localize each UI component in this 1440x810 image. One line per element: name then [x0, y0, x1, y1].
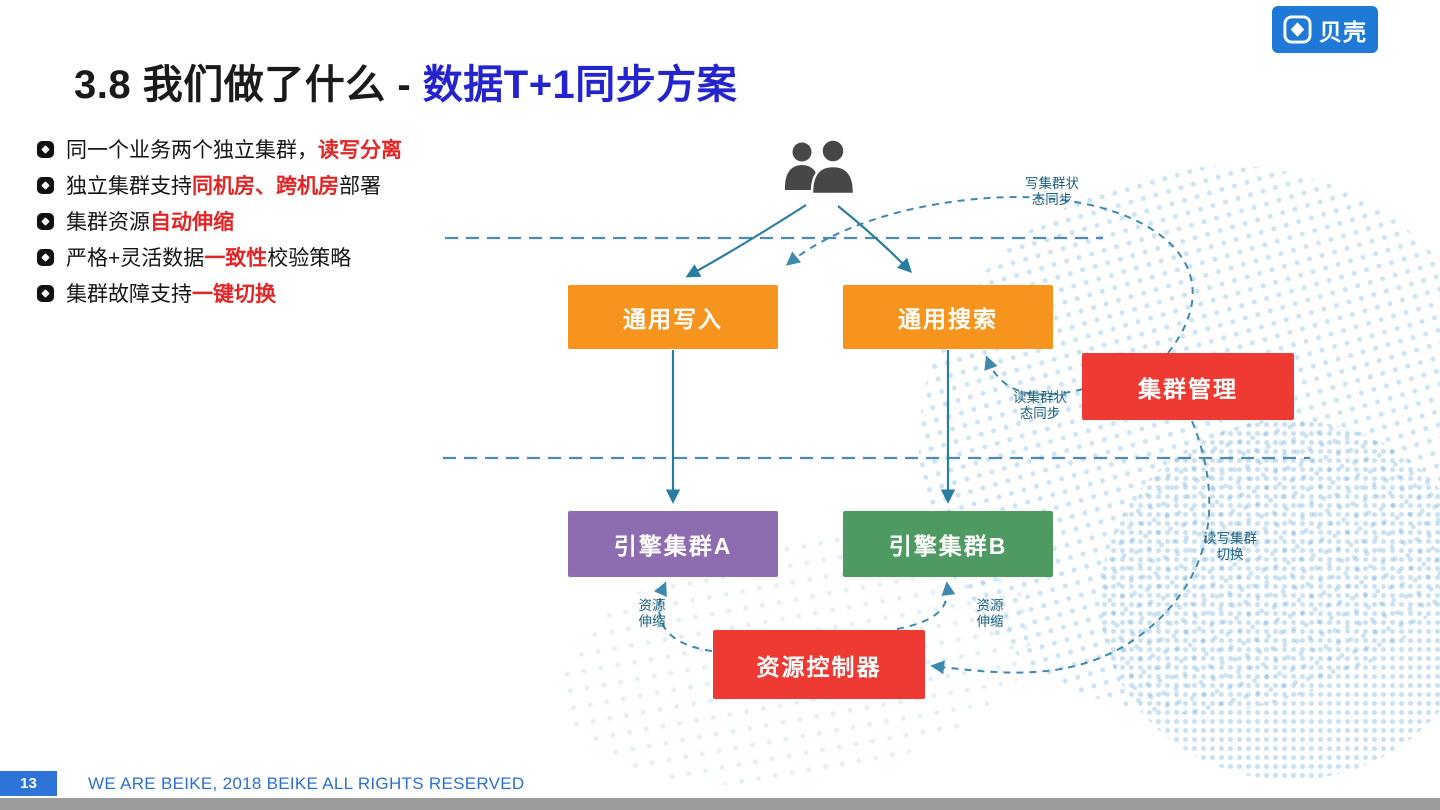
halftone-dots-decoration: [1100, 420, 1440, 780]
bullet-item: 严格+灵活数据一致性校验策略: [36, 239, 402, 275]
copyright-text: WE ARE BEIKE, 2018 BEIKE ALL RIGHTS RESE…: [88, 774, 525, 793]
beike-logo-text: 贝壳: [1319, 18, 1367, 45]
knot-bullet-icon: [36, 176, 55, 194]
edge-users-to-write: [685, 204, 807, 278]
bullet-text: 集群资源自动伸缩: [66, 211, 234, 234]
bullet-item: 独立集群支持同机房、跨机房部署: [36, 167, 402, 203]
node-cluster-management: 集群管理: [1082, 353, 1294, 420]
bottom-bar-divider: [0, 798, 1440, 810]
edge-label-resource-scaling-b: 资源 伸缩: [976, 598, 1004, 629]
knot-bullet-icon: [36, 212, 55, 230]
edge-users-to-search: [837, 205, 912, 274]
bullet-item: 同一个业务两个独立集群，读写分离: [36, 131, 402, 167]
node-engine-cluster-a: 引擎集群A: [568, 511, 778, 577]
node-generic-write: 通用写入: [568, 285, 778, 349]
edge-label-resource-scaling-a: 资源 伸缩: [638, 598, 666, 629]
halftone-dots-decoration: [856, 100, 1440, 780]
node-engine-cluster-b: 引擎集群B: [843, 511, 1053, 577]
bullet-text: 集群故障支持一键切换: [66, 283, 276, 306]
knot-bullet-icon: [36, 140, 55, 158]
knot-bullet-icon: [36, 248, 55, 266]
bullet-item: 集群资源自动伸缩: [36, 203, 402, 239]
bullet-item: 集群故障支持一键切换: [36, 275, 402, 311]
node-generic-search: 通用搜索: [843, 285, 1053, 349]
bullet-text: 独立集群支持同机房、跨机房部署: [66, 175, 381, 198]
users-icon: [778, 139, 864, 199]
page-title-blue: 数据T+1同步方案: [422, 63, 738, 107]
bullet-text: 严格+灵活数据一致性校验策略: [66, 247, 352, 270]
edge-label-read-write-cluster-switch: 读写集群 切换: [1203, 531, 1257, 562]
knot-bullet-icon: [36, 284, 55, 302]
edge-controller-to-engine-b-scale: [896, 581, 956, 630]
beike-logo: 贝壳: [1272, 6, 1378, 53]
page-title-black: 3.8 我们做了什么 -: [74, 63, 423, 107]
page-number-badge: 13: [0, 771, 57, 796]
edge-label-write-cluster-state-sync: 写集群状 态同步: [1025, 176, 1079, 207]
edge-label-read-cluster-state-sync: 读集群状 态同步: [1013, 390, 1067, 421]
node-resource-controller: 资源控制器: [713, 630, 925, 699]
beike-shell-icon: [1283, 15, 1312, 44]
page-title: 3.8 我们做了什么 - 数据T+1同步方案: [74, 52, 737, 110]
bullet-text: 同一个业务两个独立集群，读写分离: [66, 139, 402, 162]
bullet-list: 同一个业务两个独立集群，读写分离 独立集群支持同机房、跨机房部署 集群资源自动伸…: [36, 131, 402, 311]
